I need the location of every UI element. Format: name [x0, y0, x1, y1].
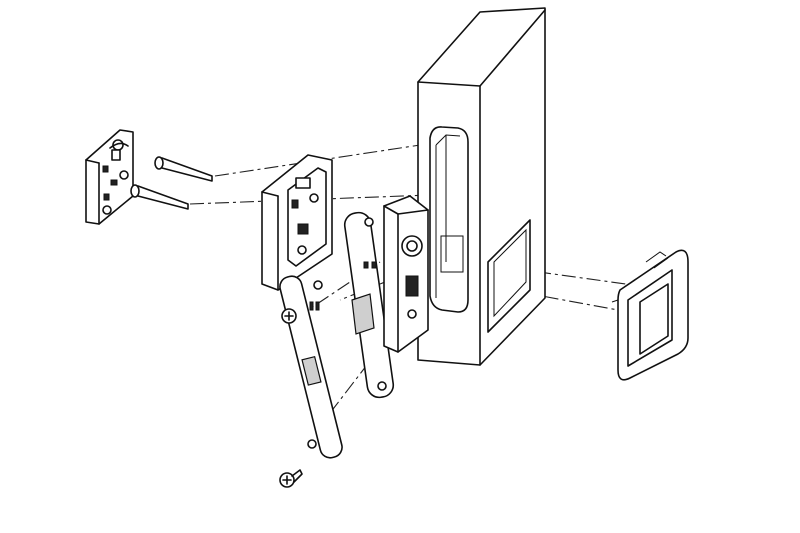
door-stile: [417, 7, 546, 366]
faceplate: [279, 275, 343, 459]
mortise-lock-body: [343, 195, 429, 399]
long-screw-upper: [154, 156, 213, 182]
flush-pull-handle: [611, 249, 689, 381]
control-module: [261, 154, 333, 291]
strike-screw-top: [281, 308, 297, 324]
long-screw-lower: [130, 184, 189, 210]
strike-screw-bottom: [279, 469, 303, 488]
pcb-mount: [85, 129, 134, 225]
